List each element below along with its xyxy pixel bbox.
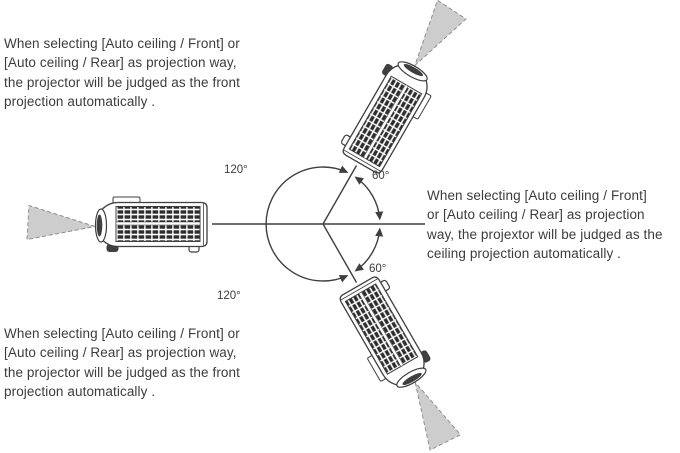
note-line: When selecting [Auto ceiling / Front] — [427, 188, 647, 203]
note-line: [Auto ceiling / Rear] as projection way, — [4, 55, 237, 71]
angle-label-120-lower-left: 120° — [217, 290, 241, 302]
note-line: When selecting [Auto ceiling / Front] or — [4, 326, 240, 341]
lower-diagonal-line — [322, 223, 358, 283]
note-line: When selecting [Auto ceiling / Front] or — [4, 36, 240, 51]
arc-60-lower-right — [354, 227, 384, 272]
angle-label-120-upper-left: 120° — [224, 164, 248, 176]
note-line: ceiling projection automatically . — [427, 246, 621, 262]
angle-label-60-lower-right: 60° — [369, 263, 387, 275]
note-line: projection automatically . — [4, 384, 156, 400]
projector-tilted-down-icon — [333, 271, 472, 453]
arc-240-left — [265, 165, 349, 283]
projector-tilted-up-icon — [336, 0, 475, 179]
arc-60-upper-right — [354, 176, 384, 221]
projector-side-view-icon — [26, 196, 208, 253]
note-front-projection-bottom: When selecting [Auto ceiling / Front] or… — [4, 324, 240, 402]
angle-label-60-upper-right: 60° — [372, 170, 390, 182]
note-line: or [Auto ceiling / Rear] as projection — [427, 207, 645, 223]
note-line: projection automatically . — [4, 94, 156, 110]
upper-diagonal-line — [322, 165, 358, 225]
note-line: the projector will be judged as the fron… — [4, 364, 240, 380]
note-line: [Auto ceiling / Rear] as projection way, — [4, 345, 237, 361]
note-line: way, the projextor will be judged as the — [427, 226, 663, 242]
note-ceiling-projection: When selecting [Auto ceiling / Front] or… — [427, 186, 663, 264]
note-line: the projector will be judged as the fron… — [4, 74, 240, 90]
note-front-projection-top: When selecting [Auto ceiling / Front] or… — [4, 34, 240, 112]
